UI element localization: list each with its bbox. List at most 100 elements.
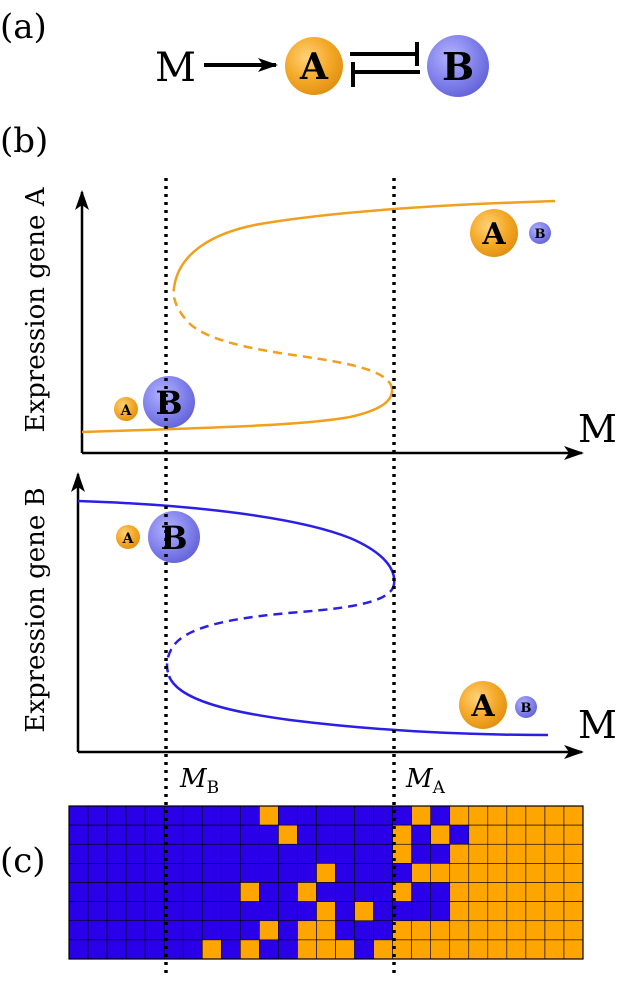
gene-b-unstable-branch [165, 583, 396, 677]
grid-cell [106, 920, 127, 941]
grid-cell [373, 805, 393, 826]
grid-cell [259, 805, 279, 826]
grid-cell [125, 939, 146, 960]
gene-b-node: B [427, 35, 489, 97]
grid-cell [430, 882, 451, 902]
grid-cell [87, 939, 108, 960]
grid-cell [563, 901, 584, 922]
grid-cell [430, 824, 451, 845]
network-input-label: M [155, 45, 196, 91]
grid-cell [182, 901, 203, 922]
svg-text:MB: MB [179, 764, 219, 798]
grid-cell [506, 824, 527, 845]
grid-cell [544, 824, 565, 845]
grid-cell [411, 824, 432, 845]
grid-cell [278, 805, 298, 826]
gene-b-big-circle [143, 376, 195, 428]
y-axis-label-top: Expression gene A [21, 186, 51, 432]
state-high-a-top: A B [470, 209, 551, 257]
grid-cell [259, 939, 279, 960]
grid-cell [240, 805, 260, 826]
threshold-mb-sub: B [207, 778, 220, 798]
grid-cell [182, 843, 203, 864]
grid-cell [201, 843, 222, 864]
threshold-ma-sub: A [432, 778, 446, 798]
grid-cell [278, 824, 298, 845]
grid-cell [316, 901, 336, 922]
grid-cell [87, 863, 108, 883]
grid-cell [411, 920, 432, 941]
grid-cell [201, 939, 222, 960]
grid-cell [563, 843, 584, 864]
grid-cell [411, 843, 432, 864]
grid-cell [468, 920, 489, 941]
grid-cell [354, 901, 374, 922]
grid-cell [487, 901, 508, 922]
grid-cell [68, 939, 89, 960]
gene-a-small-circle [116, 525, 140, 549]
grid-cell [544, 805, 565, 826]
grid-cell [563, 920, 584, 941]
grid-cell [316, 805, 336, 826]
gene-a-unstable-branch [172, 287, 394, 390]
grid-cell [125, 920, 146, 941]
grid-cell [125, 901, 146, 922]
grid-cell [449, 920, 470, 941]
grid-cell [201, 863, 222, 883]
grid-cell [430, 901, 451, 922]
grid-cell [125, 805, 146, 826]
grid-cell [201, 805, 222, 826]
grid-cell [201, 901, 222, 922]
grid-cell [449, 901, 470, 922]
grid-cell [354, 805, 374, 826]
grid-cell [487, 824, 508, 845]
grid-cell [316, 824, 336, 845]
gene-a-node: A [285, 37, 343, 95]
grid-cell [182, 882, 203, 902]
regulatory-network: M A B [155, 35, 489, 97]
cell-state-grid [68, 805, 584, 960]
grid-cell [430, 843, 451, 864]
grid-cell [144, 939, 165, 960]
grid-cell [544, 939, 565, 960]
grid-cell [430, 805, 451, 826]
grid-cell [240, 824, 260, 845]
grid-cell [297, 882, 317, 902]
grid-cell [87, 882, 108, 902]
gene-a-node-label: A [299, 46, 329, 88]
grid-cell [525, 863, 546, 883]
grid-cell [373, 920, 393, 941]
grid-cell [182, 824, 203, 845]
grid-cell [525, 882, 546, 902]
grid-cell [259, 863, 279, 883]
state-high-b-top: A B [114, 376, 195, 428]
plot-gene-a: Expression gene A M A B A B [21, 186, 617, 460]
grid-cell [68, 882, 89, 902]
grid-cell [487, 882, 508, 902]
grid-cell [87, 901, 108, 922]
grid-cell [87, 824, 108, 845]
plot-gene-b: Expression gene B M A B A B [21, 472, 617, 759]
grid-cell [144, 843, 165, 864]
grid-cell [221, 920, 241, 941]
grid-cell [487, 805, 508, 826]
grid-cell [316, 863, 336, 883]
gene-a-big-circle [470, 209, 518, 257]
gene-b-big-label: B [155, 384, 182, 422]
grid-cell [487, 863, 508, 883]
grid-cell [373, 843, 393, 864]
gene-b-small-label: B [521, 701, 532, 716]
state-high-b-bottom: A B [116, 511, 200, 563]
grid-cell [125, 863, 146, 883]
grid-cell [278, 882, 298, 902]
threshold-mb-base: M [179, 764, 208, 794]
grid-cell [335, 824, 355, 845]
grid-cell [335, 901, 355, 922]
grid-cell [182, 863, 203, 883]
grid-cell [525, 843, 546, 864]
gene-b-big-circle [148, 511, 200, 563]
grid-cell [468, 901, 489, 922]
grid-cell [563, 805, 584, 826]
grid-cell [506, 882, 527, 902]
grid-cell [506, 843, 527, 864]
